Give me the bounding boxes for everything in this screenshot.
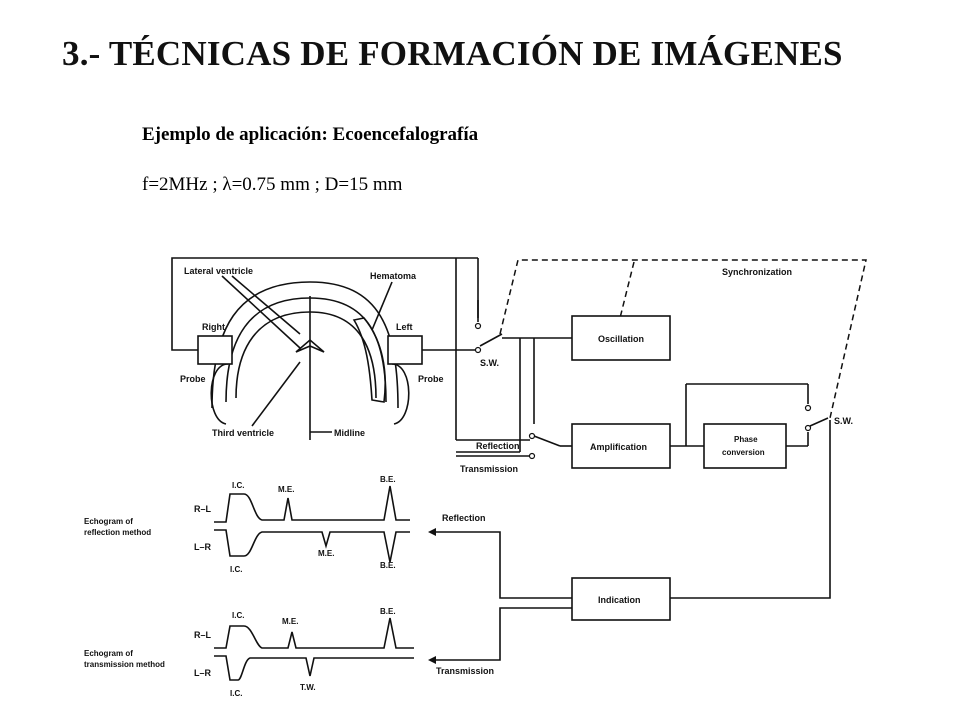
indication-block: Indication — [571, 577, 671, 621]
probe-right-label: Probe — [180, 374, 206, 384]
svg-text:reflection method: reflection method — [84, 528, 151, 537]
rl-trace-2 — [214, 617, 414, 649]
svg-text:M.E.: M.E. — [282, 617, 298, 626]
right-probe — [197, 335, 233, 365]
svg-text:B.E.: B.E. — [380, 475, 396, 484]
head-cross-section: Lateral ventricle Hematoma Right Left Pr… — [180, 266, 444, 440]
svg-text:I.C.: I.C. — [230, 565, 242, 574]
synchronization-label: Synchronization — [722, 267, 792, 277]
trace-lr-label: L–R — [194, 542, 212, 552]
trace-lr-label-2: L–R — [194, 668, 212, 678]
brain-outline — [225, 297, 387, 403]
svg-text:Oscillation: Oscillation — [598, 334, 644, 344]
phase-conversion-block: Phase conversion — [703, 423, 787, 469]
transmission-arrow-label: Transmission — [436, 666, 494, 676]
svg-text:transmission method: transmission method — [84, 660, 165, 669]
wiring — [171, 257, 867, 664]
switch-label-2: S.W. — [834, 416, 853, 426]
reflection-arrow-label: Reflection — [442, 513, 486, 523]
svg-text:conversion: conversion — [722, 448, 765, 457]
trace-rl-label-2: R–L — [194, 630, 212, 640]
svg-text:I.C.: I.C. — [232, 481, 244, 490]
third-ventricle-label: Third ventricle — [212, 428, 274, 438]
reflection-switch-label: Reflection — [476, 441, 520, 451]
amplification-block: Amplification — [571, 423, 671, 469]
svg-text:B.E.: B.E. — [380, 607, 396, 616]
rl-trace — [214, 485, 410, 523]
lateral-ventricle-label: Lateral ventricle — [184, 266, 253, 276]
svg-text:I.C.: I.C. — [230, 689, 242, 698]
left-label: Left — [396, 322, 413, 332]
left-probe — [387, 335, 423, 365]
hematoma-label: Hematoma — [370, 271, 417, 281]
transmission-caption: Echogram of — [84, 649, 133, 658]
svg-text:T.W.: T.W. — [300, 683, 316, 692]
hematoma-region — [352, 317, 386, 403]
midline-label: Midline — [334, 428, 365, 438]
reflection-echogram: Echogram of reflection method R–L L–R I.… — [84, 475, 410, 574]
svg-text:Phase: Phase — [734, 435, 758, 444]
svg-text:I.C.: I.C. — [232, 611, 244, 620]
slide-title: 3.- TÉCNICAS DE FORMACIÓN DE IMÁGENES — [62, 34, 843, 73]
svg-text:B.E.: B.E. — [380, 561, 396, 570]
svg-text:Indication: Indication — [598, 595, 641, 605]
right-ear — [210, 363, 229, 425]
svg-text:M.E.: M.E. — [278, 485, 294, 494]
brain-inner-outline — [235, 311, 377, 399]
transmission-switch-label: Transmission — [460, 464, 518, 474]
third-ventricle-shape — [295, 338, 325, 353]
reflection-caption: Echogram of — [84, 517, 133, 526]
svg-text:Amplification: Amplification — [590, 442, 647, 452]
example-heading: Ejemplo de aplicación: Ecoencefalografía — [142, 124, 479, 145]
right-label: Right — [202, 322, 225, 332]
trace-rl-label: R–L — [194, 504, 212, 514]
lr-trace-2 — [214, 655, 414, 681]
switch-label-1: S.W. — [480, 358, 499, 368]
probe-left-label: Probe — [418, 374, 444, 384]
oscillation-block: Oscillation — [571, 315, 671, 361]
parameters-formula: f=2MHz ; λ=0.75 mm ; D=15 mm — [142, 174, 403, 195]
svg-text:M.E.: M.E. — [318, 549, 334, 558]
lr-trace — [214, 529, 410, 563]
transmission-echogram: Echogram of transmission method R–L L–R … — [84, 607, 414, 698]
left-ear — [391, 363, 410, 425]
